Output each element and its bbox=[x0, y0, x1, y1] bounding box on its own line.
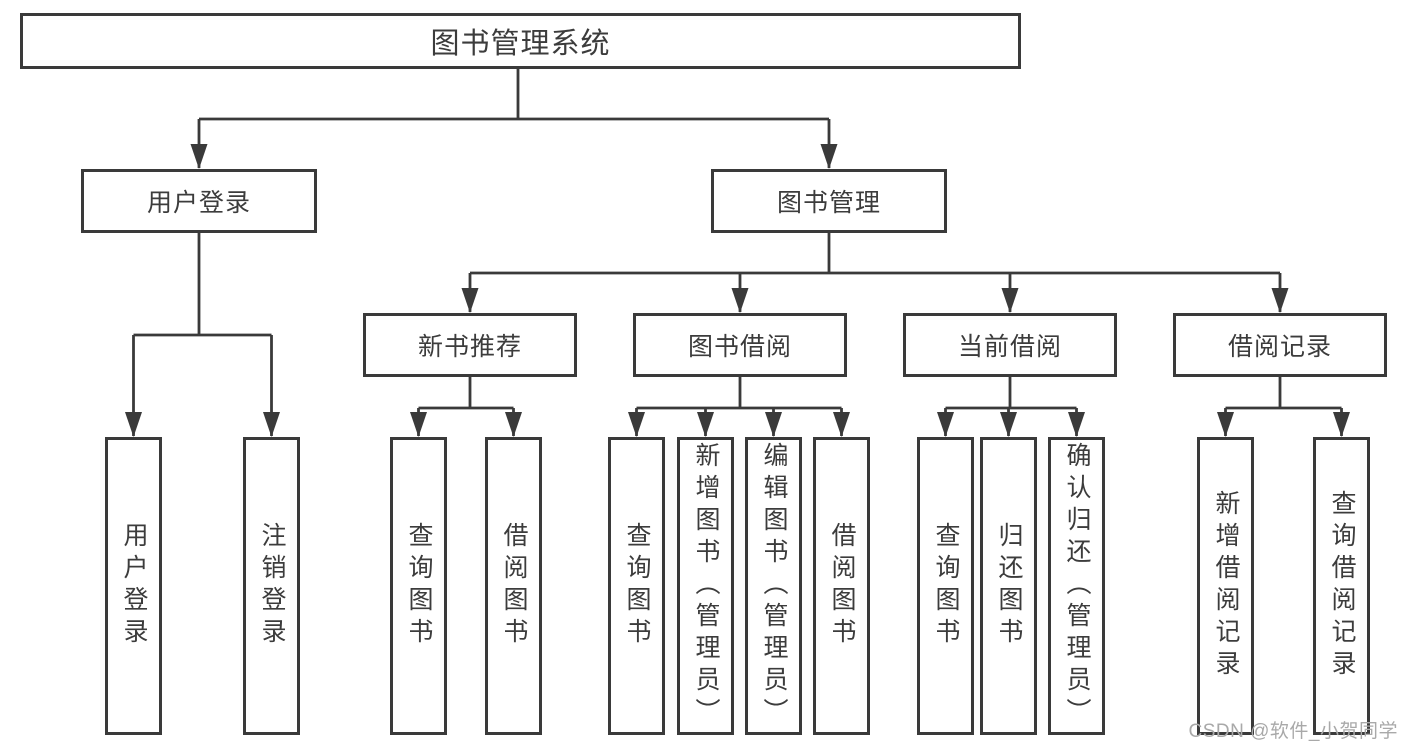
node-book-borrow: 图书借阅 bbox=[633, 313, 847, 377]
leaf-br-add-record-label: 新增借阅记录 bbox=[1212, 490, 1240, 682]
leaf-br-add-record: 新增借阅记录 bbox=[1197, 437, 1254, 735]
leaf-bb-edit-book-admin-label: 编辑图书（管理员） bbox=[760, 442, 788, 730]
node-current-borrow: 当前借阅 bbox=[903, 313, 1117, 377]
leaf-user-login-label: 用户登录 bbox=[120, 522, 148, 650]
node-book-management: 图书管理 bbox=[711, 169, 947, 233]
node-root-label: 图书管理系统 bbox=[430, 28, 611, 60]
leaf-bb-borrow-book: 借阅图书 bbox=[813, 437, 870, 735]
node-user-login: 用户登录 bbox=[81, 169, 317, 233]
node-new-book-recommend: 新书推荐 bbox=[363, 313, 577, 377]
leaf-nb-query-book: 查询图书 bbox=[390, 437, 447, 735]
node-borrow-records: 借阅记录 bbox=[1173, 313, 1387, 377]
leaf-cb-confirm-return-admin-label: 确认归还（管理员） bbox=[1063, 442, 1091, 730]
leaf-nb-borrow-book: 借阅图书 bbox=[485, 437, 542, 735]
leaf-cb-query-book-label: 查询图书 bbox=[932, 522, 960, 650]
leaf-logout: 注销登录 bbox=[243, 437, 300, 735]
leaf-bb-add-book-admin: 新增图书（管理员） bbox=[677, 437, 734, 735]
node-book-borrow-label: 图书借阅 bbox=[687, 333, 792, 361]
leaf-nb-query-book-label: 查询图书 bbox=[405, 522, 433, 650]
leaf-bb-query-book-label: 查询图书 bbox=[623, 522, 651, 650]
leaf-cb-query-book: 查询图书 bbox=[917, 437, 974, 735]
leaf-bb-add-book-admin-label: 新增图书（管理员） bbox=[692, 442, 720, 730]
node-user-login-label: 用户登录 bbox=[146, 189, 251, 217]
node-new-book-recommend-label: 新书推荐 bbox=[417, 333, 522, 361]
leaf-bb-borrow-book-label: 借阅图书 bbox=[828, 522, 856, 650]
watermark: CSDN @软件_小贺同学 bbox=[1188, 721, 1398, 742]
node-current-borrow-label: 当前借阅 bbox=[957, 333, 1062, 361]
leaf-logout-label: 注销登录 bbox=[258, 522, 286, 650]
node-root: 图书管理系统 bbox=[20, 13, 1021, 69]
leaf-br-query-record: 查询借阅记录 bbox=[1313, 437, 1370, 735]
leaf-user-login: 用户登录 bbox=[105, 437, 162, 735]
node-borrow-records-label: 借阅记录 bbox=[1227, 333, 1332, 361]
leaf-nb-borrow-book-label: 借阅图书 bbox=[500, 522, 528, 650]
leaf-cb-confirm-return-admin: 确认归还（管理员） bbox=[1048, 437, 1105, 735]
leaf-cb-return-book-label: 归还图书 bbox=[995, 522, 1023, 650]
leaf-bb-edit-book-admin: 编辑图书（管理员） bbox=[745, 437, 802, 735]
leaf-bb-query-book: 查询图书 bbox=[608, 437, 665, 735]
leaf-br-query-record-label: 查询借阅记录 bbox=[1328, 490, 1356, 682]
leaf-cb-return-book: 归还图书 bbox=[980, 437, 1037, 735]
node-book-management-label: 图书管理 bbox=[776, 189, 881, 217]
